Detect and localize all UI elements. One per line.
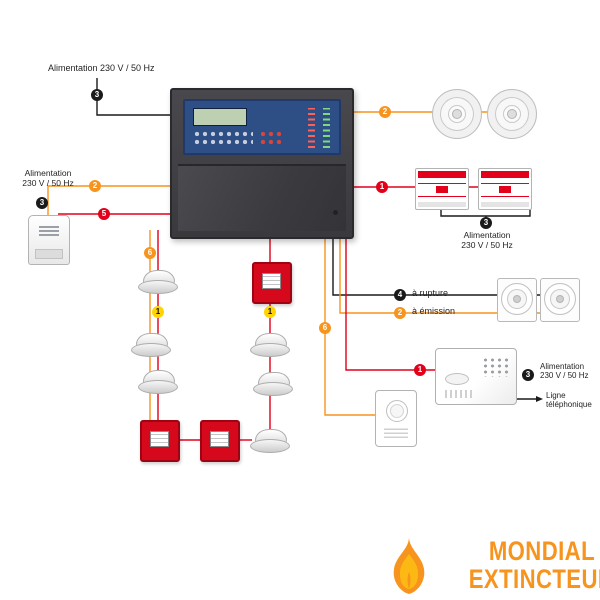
red-led-column [308, 108, 315, 148]
wire-mains-top [96, 78, 170, 116]
wire-badge-6-dad: 6 [319, 322, 331, 334]
release-device [375, 390, 417, 447]
transmitter-logo [445, 373, 469, 385]
door-lock [333, 210, 338, 215]
label-break-contact: à rupture [412, 288, 449, 298]
red-band [481, 171, 529, 178]
smoke-detector-6 [250, 428, 290, 453]
flash-sounder-2 [478, 168, 532, 210]
wire-badge-1-transmitter: 1 [414, 364, 426, 376]
wire-transmitter [345, 230, 437, 371]
wire-emission-contact [339, 230, 556, 314]
brand-line-2: EXTINCTEUR [468, 564, 600, 594]
brand-name: MONDIAL EXTINCTEUR [468, 536, 600, 594]
fire-alarm-control-panel [170, 88, 354, 239]
grill [481, 183, 529, 197]
label-emission-contact: à émission [412, 306, 456, 316]
smoke-detector-1 [138, 269, 178, 294]
wire-badge-2-emission: 2 [394, 307, 406, 319]
wire-badge-2-psu: 2 [89, 180, 101, 192]
call-point-window [150, 431, 169, 447]
alarm-buttons[interactable] [259, 130, 281, 146]
brand-line-1: MONDIAL [488, 536, 595, 567]
red-square [436, 186, 448, 193]
wire-psu-orange [47, 185, 170, 215]
red-band [418, 171, 466, 178]
lcd-display [193, 108, 247, 126]
siren-1 [432, 89, 482, 139]
detector-base [250, 343, 290, 357]
call-point-window [210, 431, 229, 447]
base-strip [418, 202, 466, 207]
grill [418, 183, 466, 197]
detector-base [253, 382, 293, 396]
smoke-detector-2 [131, 332, 171, 357]
label-mains-psu: Alimentation 230 V / 50 Hz [22, 168, 74, 189]
label-phone-line: Ligne téléphonique [546, 391, 592, 410]
speaker-cone [544, 283, 576, 315]
wire-badge-2-sirens: 2 [379, 106, 391, 118]
wire-badge-5-psu: 5 [98, 208, 110, 220]
detector-base [131, 343, 171, 357]
red-square [499, 186, 511, 193]
smoke-detector-4 [250, 332, 290, 357]
wire-break-contact [332, 230, 556, 296]
device-vents [384, 428, 408, 438]
detector-base [138, 380, 178, 394]
device-sensor [386, 400, 408, 422]
detector-base [138, 280, 178, 294]
siren-2 [487, 89, 537, 139]
green-led-column [323, 108, 330, 148]
label-mains-transmitter: Alimentation 230 V / 50 Hz [540, 362, 589, 381]
control-faceplate [183, 99, 341, 155]
speaker-2 [540, 278, 580, 322]
manual-call-point-3 [200, 420, 240, 462]
speaker-cone [501, 283, 533, 315]
psu-vents [39, 225, 59, 236]
wire-badge-4-break: 4 [394, 289, 406, 301]
wire-badge-3-psu: 3 [36, 197, 48, 209]
cabinet-door [178, 164, 346, 231]
flash-sounder-1 [415, 168, 469, 210]
wire-dad [324, 230, 377, 416]
wire-badge-1-mid-loop: 1 [264, 306, 276, 318]
power-supply-unit [28, 215, 70, 265]
psu-base [35, 249, 63, 259]
transmitter-vents [445, 390, 475, 398]
label-mains-top: Alimentation 230 V / 50 Hz [48, 63, 155, 73]
base-strip [481, 202, 529, 207]
smoke-detector-3 [138, 369, 178, 394]
wire-badge-3-sounders: 3 [480, 217, 492, 229]
wire-badge-3-transmitter: 3 [522, 369, 534, 381]
wire-badge-1-left-loop: 1 [152, 306, 164, 318]
wire-badge-3-mains-top: 3 [91, 89, 103, 101]
detector-base [250, 439, 290, 453]
transmitter-keypad[interactable] [482, 357, 508, 377]
call-point-window [262, 273, 281, 289]
label-mains-sounders: Alimentation 230 V / 50 Hz [461, 230, 513, 251]
flame-icon [393, 538, 425, 594]
phone-line-arrow [536, 396, 543, 402]
manual-call-point-1 [252, 262, 292, 304]
manual-call-point-2 [140, 420, 180, 462]
smoke-detector-5 [253, 371, 293, 396]
telephone-transmitter [435, 348, 517, 405]
speaker-1 [497, 278, 537, 322]
wire-badge-6-left: 6 [144, 247, 156, 259]
keypad-buttons[interactable] [193, 130, 253, 146]
wire-badge-1-sounders: 1 [376, 181, 388, 193]
brand-logo: MONDIAL EXTINCTEUR [386, 536, 600, 596]
